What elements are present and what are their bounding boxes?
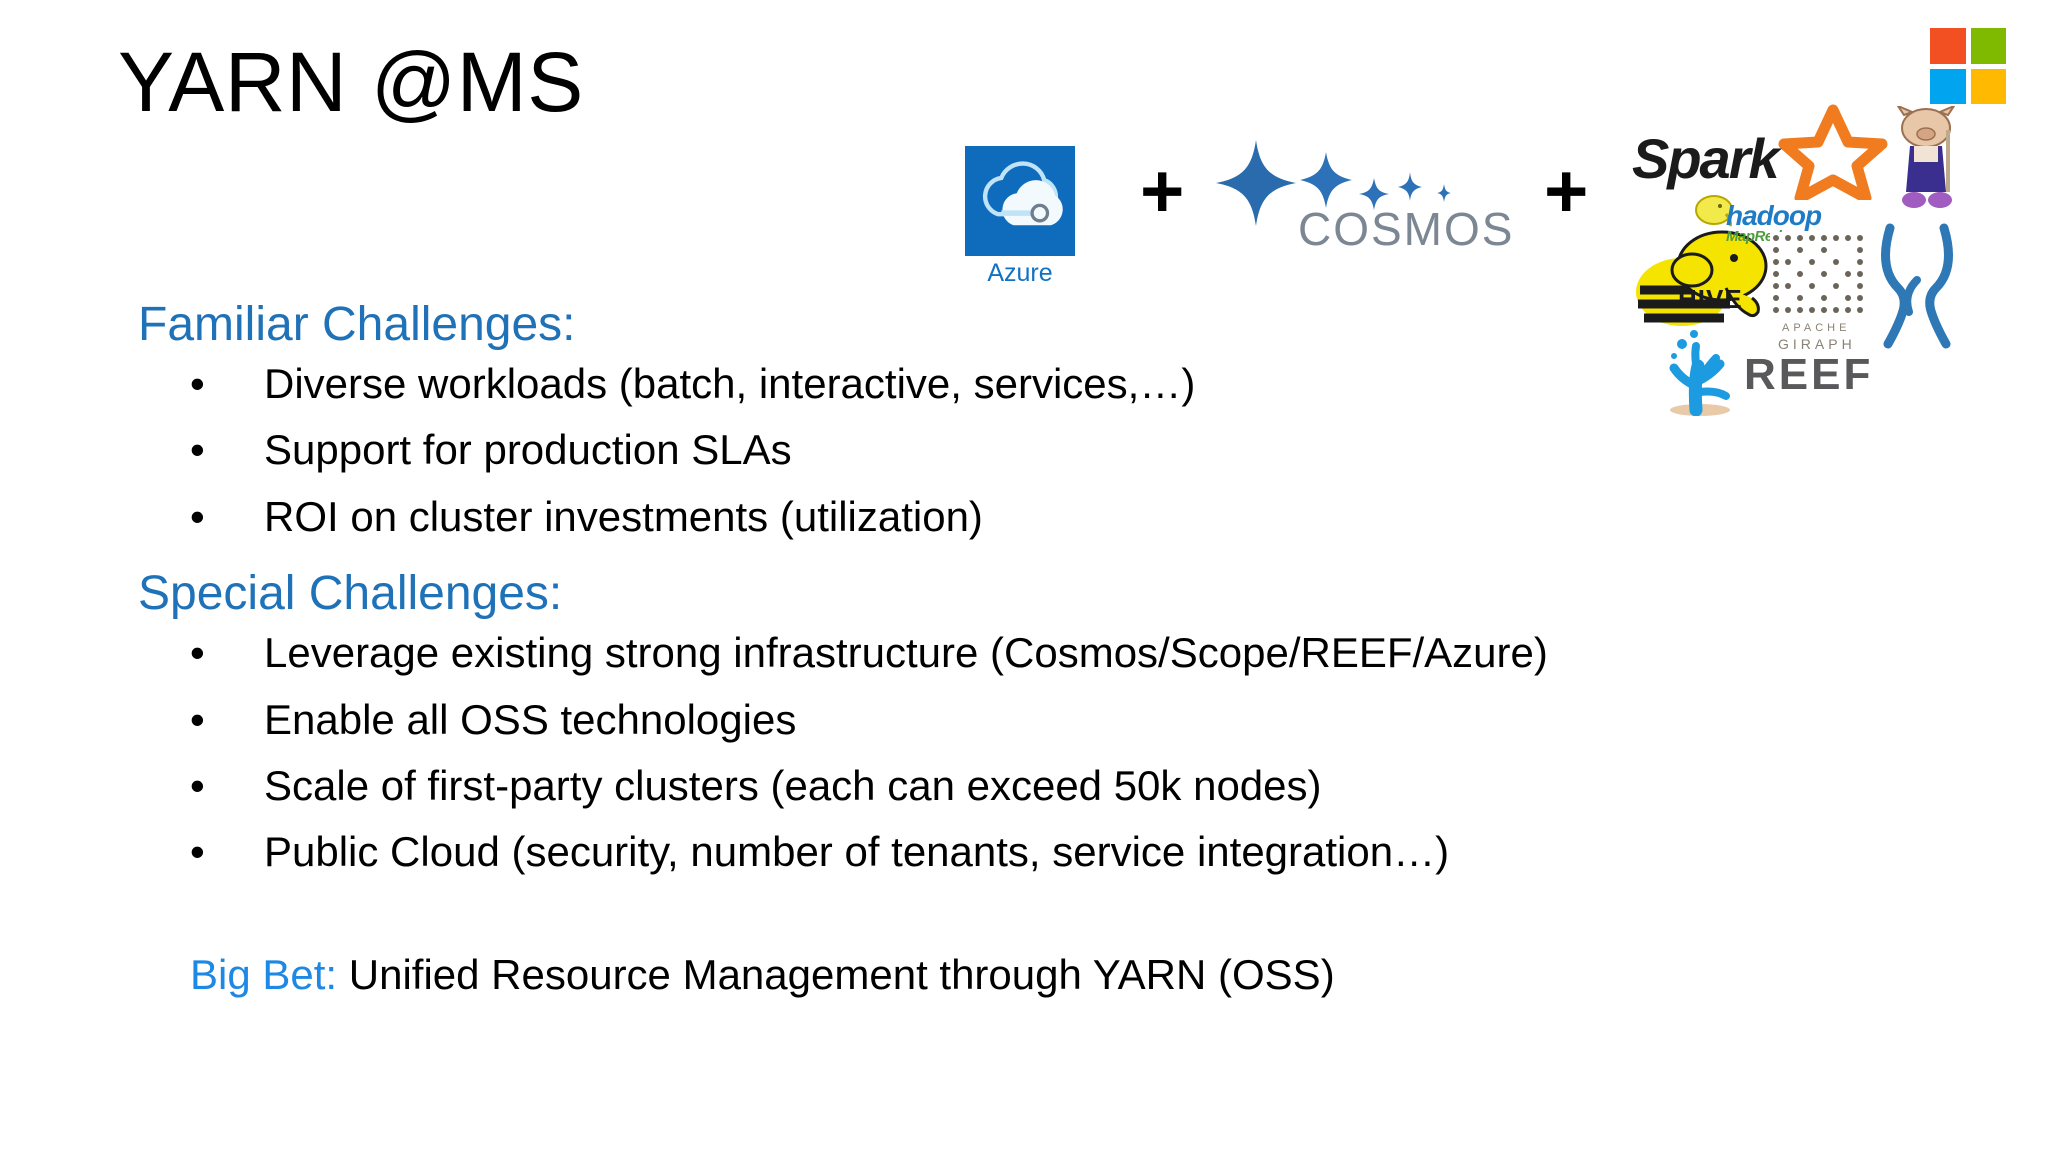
list-item: • ROI on cluster investments (utilizatio… — [138, 492, 1938, 542]
list-item-label: Enable all OSS technologies — [264, 695, 797, 743]
slide-body: Familiar Challenges: • Diverse workloads… — [138, 295, 1938, 1000]
hadoop-elephant-icon — [1695, 195, 1733, 227]
azure-label: Azure — [987, 259, 1053, 287]
cosmos-wordmark: COSMOS — [1298, 203, 1515, 255]
list-item-label: Diverse workloads (batch, interactive, s… — [264, 360, 1196, 407]
list-item-label: Scale of first-party clusters (each can … — [264, 761, 1322, 809]
bullet-glyph: • — [190, 828, 205, 876]
special-challenges-list: • Leverage existing strong infrastructur… — [138, 628, 1938, 878]
giraph-wordmark: GIRAPH — [1778, 336, 1856, 352]
plus-sign-1: + — [1140, 149, 1185, 234]
spark-star-icon — [1778, 104, 1888, 200]
bullet-glyph: • — [190, 761, 205, 809]
hadoop-wordmark: hadoop — [1726, 200, 1822, 231]
list-item: • Leverage existing strong infrastructur… — [138, 628, 1938, 678]
reef-logo: REEF — [1660, 330, 1890, 420]
list-item-label: Support for production SLAs — [264, 426, 792, 474]
hive-icon — [1636, 230, 1768, 326]
big-bet-text: Unified Resource Management through YARN… — [337, 950, 1335, 998]
big-bet-label: Big Bet: — [190, 950, 338, 998]
azure-cloud-icon — [965, 146, 1075, 256]
big-bet-statement: Big Bet: Unified Resource Management thr… — [190, 950, 1938, 1000]
reef-coral-icon — [1669, 330, 1730, 417]
ms-logo-tile-red — [1930, 28, 1966, 64]
page-title: YARN @MS — [118, 35, 584, 129]
list-item-label: Public Cloud (security, number of tenant… — [264, 828, 1450, 876]
ms-logo-tile-yellow — [1970, 68, 2006, 104]
list-item-label: Leverage existing strong infrastructure … — [264, 629, 1548, 677]
technology-logo-band: Azure + COSMOS + Spark — [940, 104, 2000, 352]
microsoft-logo — [1930, 28, 2006, 104]
cosmos-logo: COSMOS — [1214, 138, 1512, 268]
reef-wordmark: REEF — [1744, 350, 1874, 399]
azure-logo: Azure — [964, 146, 1076, 288]
spark-wordmark: Spark — [1632, 127, 1780, 190]
bullet-glyph: • — [190, 695, 205, 743]
apache-pig-icon — [1896, 106, 1956, 208]
list-item: • Scale of first-party clusters (each ca… — [138, 761, 1938, 811]
bullet-glyph: • — [190, 360, 205, 407]
familiar-challenges-heading: Familiar Challenges: — [138, 298, 576, 351]
apache-tez-icon — [1881, 223, 1953, 349]
list-item: • Enable all OSS technologies — [138, 695, 1938, 745]
cosmos-stars-icon — [1216, 140, 1451, 226]
ms-logo-tile-green — [1970, 28, 2006, 64]
list-item: • Diverse workloads (batch, interactive,… — [138, 359, 1938, 409]
giraph-apache-label: APACHE — [1782, 322, 1851, 334]
hive-wordmark: HIVE — [1678, 284, 1743, 314]
oss-logo-collage: Spark — [1630, 104, 1960, 404]
bullet-glyph: • — [190, 426, 205, 474]
list-item-label: ROI on cluster investments (utilization) — [264, 492, 983, 540]
list-item: • Public Cloud (security, number of tena… — [138, 827, 1938, 877]
apache-giraph-icon — [1770, 232, 1866, 324]
bullet-glyph: • — [190, 629, 205, 677]
plus-sign-2: + — [1544, 149, 1589, 234]
special-challenges-heading: Special Challenges: — [138, 567, 563, 621]
familiar-challenges-list: • Diverse workloads (batch, interactive,… — [138, 359, 1938, 542]
ms-logo-tile-blue — [1930, 68, 1966, 104]
list-item: • Support for production SLAs — [138, 425, 1938, 475]
bullet-glyph: • — [190, 492, 205, 540]
